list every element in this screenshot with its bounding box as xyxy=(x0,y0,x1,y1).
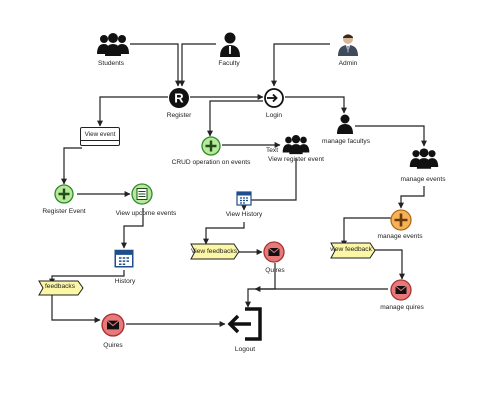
edge-view-event-register-event xyxy=(61,147,82,185)
quires-left-mail-icon[interactable] xyxy=(101,313,125,337)
view-event-label: View event xyxy=(84,131,116,138)
history-left-label: History xyxy=(114,278,136,285)
edge-manage-events-top-right xyxy=(398,186,425,209)
manage-quires-label: manage quires xyxy=(380,304,424,311)
crud-label: CRUD operation on events xyxy=(171,159,251,166)
view-feedbacks-mid-flag[interactable] xyxy=(190,243,240,260)
crud-plus-icon[interactable] xyxy=(201,136,221,156)
register-event-plus-icon[interactable] xyxy=(54,184,74,204)
edge-faculty-register xyxy=(179,43,216,87)
edge-login-manage-facultys xyxy=(285,96,347,114)
login-icon[interactable] xyxy=(263,87,285,109)
upcome-events-label: View upcome events xyxy=(115,210,177,217)
register-label: Register xyxy=(166,112,192,119)
logout-icon[interactable] xyxy=(227,307,263,341)
manage-events-group-icon[interactable] xyxy=(408,148,440,170)
register-r-icon[interactable]: R xyxy=(168,87,190,109)
manage-events-right-plus-icon[interactable] xyxy=(390,209,412,231)
text-label: Text xyxy=(265,147,279,154)
register-event-label: Register Event xyxy=(42,208,86,215)
edge-admin-login xyxy=(271,43,330,87)
upcome-events-list-icon[interactable] xyxy=(131,183,153,205)
edge-upcome-history xyxy=(121,208,144,249)
edge-students-register xyxy=(130,43,181,87)
login-label: Login xyxy=(265,112,283,119)
edge-view-history-feedbacks xyxy=(203,222,245,245)
view-feedback-right-flag[interactable] xyxy=(330,242,376,259)
students-label: Students xyxy=(97,60,125,67)
edge-feedback-right-quires xyxy=(375,249,405,280)
students-group-icon[interactable] xyxy=(95,33,131,57)
edge-history-feedbacks-left xyxy=(49,270,125,285)
view-register-event-group-icon[interactable] xyxy=(281,135,311,155)
quires-mid-mail-icon[interactable] xyxy=(263,241,285,263)
register-r-letter: R xyxy=(174,91,184,106)
feedbacks-left-label: feedbacks xyxy=(44,283,76,290)
edge-feedbacks-left-quires xyxy=(51,294,101,323)
view-history-calendar-icon[interactable] xyxy=(236,190,252,206)
history-left-calendar-icon[interactable] xyxy=(114,248,134,268)
view-feedback-right-label: view feedback xyxy=(330,246,372,253)
quires-mid-label: Quires xyxy=(265,267,285,274)
edge-register-view-event xyxy=(97,96,168,127)
manage-events-top-label: manage events xyxy=(400,176,446,183)
view-register-event-label: View register event xyxy=(268,156,324,163)
admin-person-icon[interactable] xyxy=(336,32,360,56)
view-event-box[interactable]: View event xyxy=(80,127,120,146)
admin-label: Admin xyxy=(338,60,358,67)
manage-facultys-label: manage facultys xyxy=(321,138,371,145)
quires-left-label: Quires xyxy=(103,342,123,349)
edge-manage-facultys-manage-events xyxy=(355,125,427,147)
view-event-divider xyxy=(81,140,119,141)
faculty-person-icon[interactable] xyxy=(218,32,242,58)
view-feedbacks-mid-label: View feedbacks xyxy=(190,248,238,255)
manage-facultys-person-icon[interactable] xyxy=(336,114,354,134)
view-history-mid-label: View History xyxy=(225,211,263,218)
feedbacks-left-flag[interactable] xyxy=(38,280,84,296)
logout-label: Logout xyxy=(234,346,256,353)
faculty-label: Faculty xyxy=(218,60,240,67)
manage-quires-mail-icon[interactable] xyxy=(390,279,412,301)
edge-login-crud xyxy=(207,100,263,137)
manage-events-right-label: manage events xyxy=(377,233,423,240)
